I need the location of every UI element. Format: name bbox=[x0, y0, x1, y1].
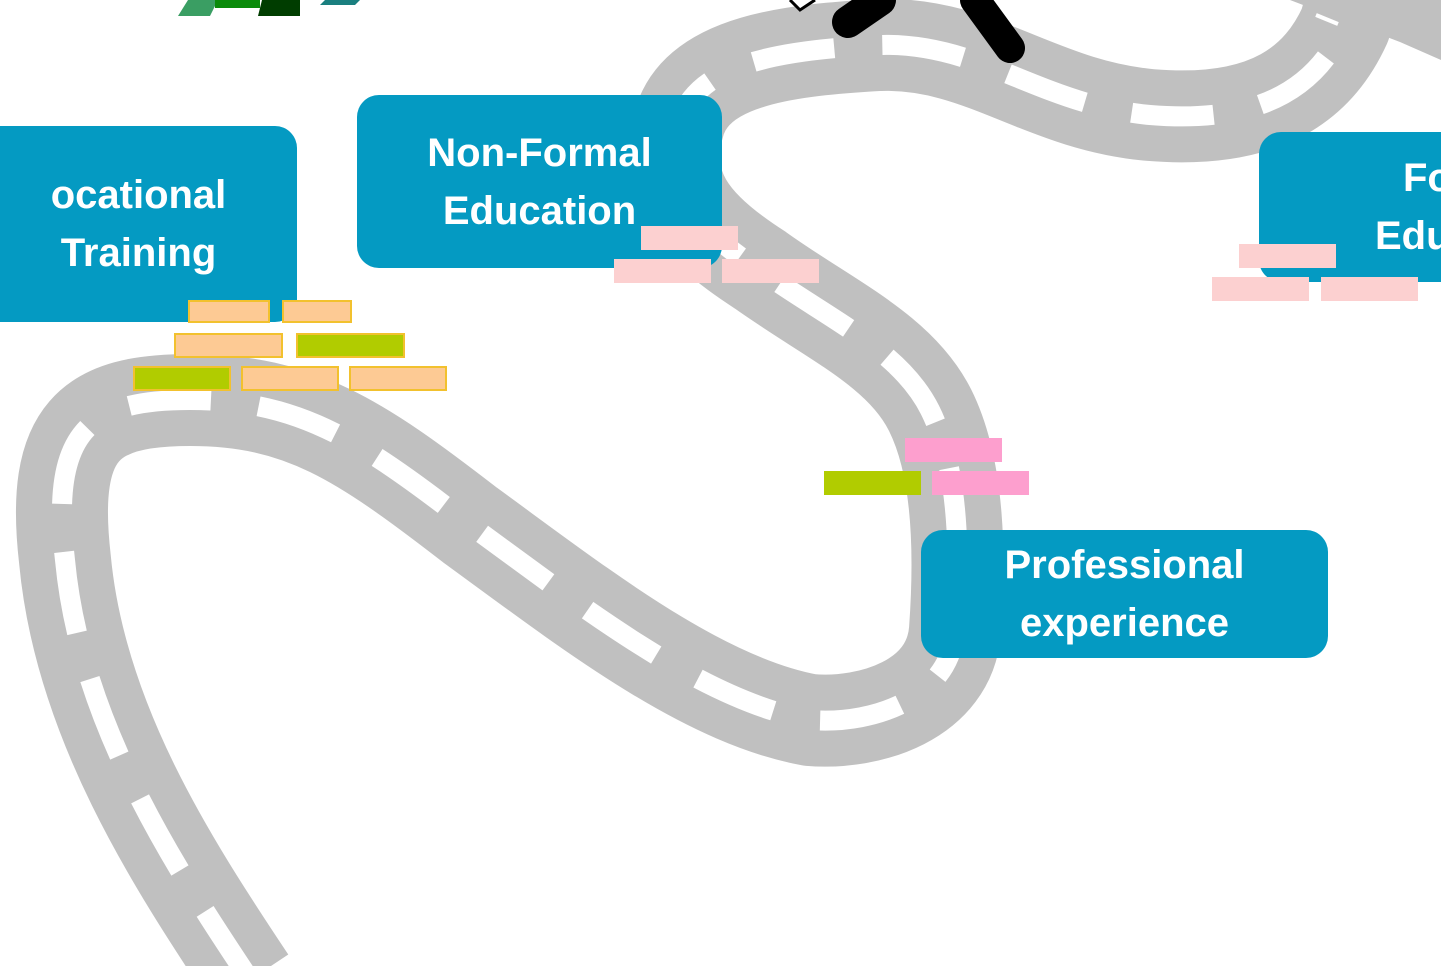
brick-peach bbox=[188, 300, 270, 323]
brick-pink bbox=[614, 259, 711, 283]
vocational-line2: Training bbox=[60, 231, 217, 275]
non-formal-line2: Education bbox=[442, 188, 637, 233]
brick-pink bbox=[1321, 277, 1418, 301]
vocational-training-box: ocational Training bbox=[0, 126, 297, 322]
brick-green bbox=[296, 333, 405, 358]
professional-line1: Professional bbox=[1004, 543, 1245, 587]
brick-pink bbox=[722, 259, 819, 283]
brick-pink bbox=[1239, 244, 1336, 268]
brick-pink bbox=[1212, 277, 1309, 301]
brick-peach bbox=[349, 366, 447, 391]
formal-line1: Fo bbox=[1403, 156, 1441, 200]
brick-peach bbox=[282, 300, 352, 323]
brick-green bbox=[133, 366, 231, 391]
professional-line2: experience bbox=[1019, 601, 1230, 645]
formal-line2: Edu bbox=[1375, 214, 1441, 258]
vocational-line1: ocational bbox=[50, 173, 227, 217]
brick-peach bbox=[174, 333, 283, 358]
professional-experience-box: Professional experience bbox=[921, 530, 1328, 658]
brick-pink bbox=[641, 226, 738, 250]
brick-green bbox=[824, 471, 921, 495]
brick-peach bbox=[241, 366, 339, 391]
brick-hot-pink bbox=[932, 471, 1029, 495]
walking-figure-icon bbox=[788, 0, 1025, 63]
non-formal-line1: Non-Formal bbox=[427, 130, 652, 175]
brick-hot-pink bbox=[905, 438, 1002, 462]
road-sign-icon bbox=[178, 0, 360, 16]
